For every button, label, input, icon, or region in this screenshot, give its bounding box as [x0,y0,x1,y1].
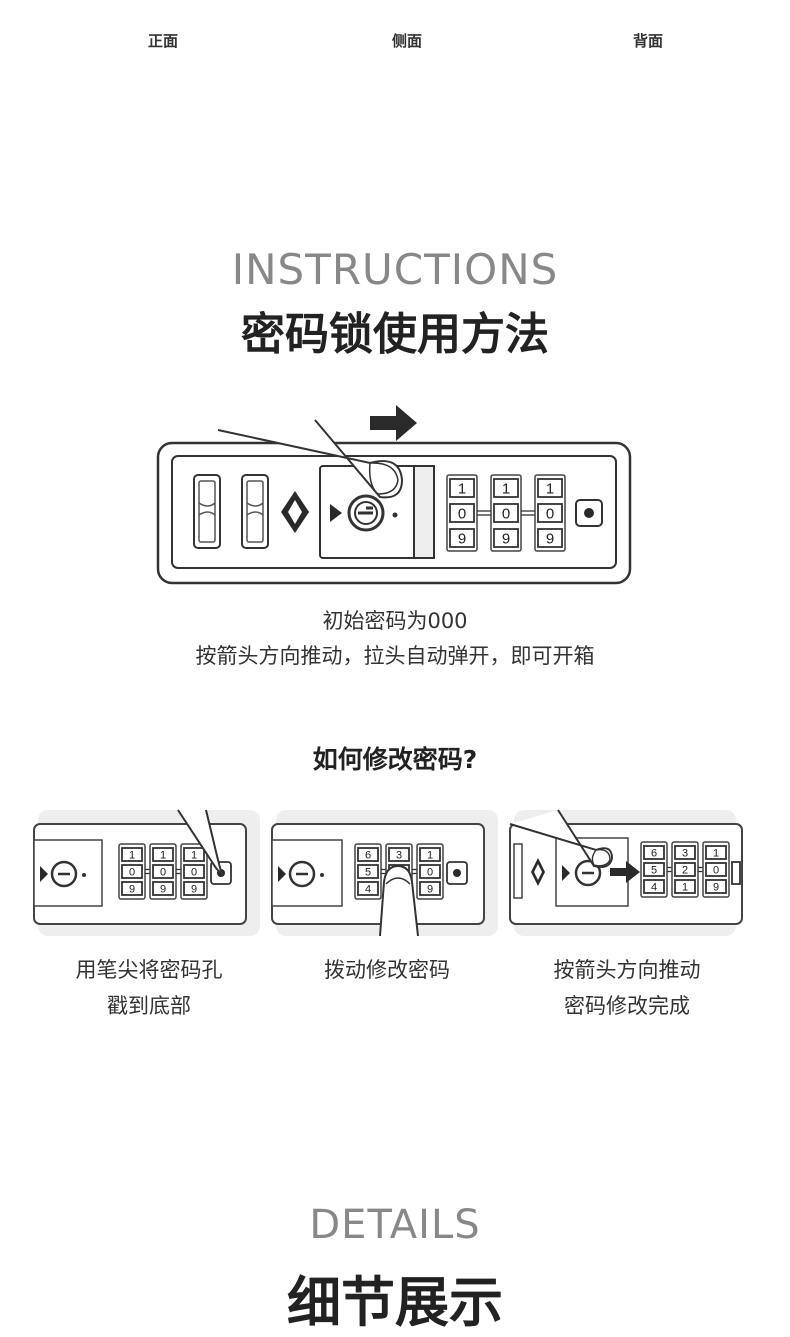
step-1-caption: 用笔尖将密码孔 戳到底部 [75,958,223,1018]
dial-digit: 9 [191,883,197,895]
dial-digit: 9 [427,883,433,895]
dial-digit: 0 [458,505,466,522]
dial-digit: 6 [651,847,657,859]
dial-digit: 9 [160,883,166,895]
dial-digit: 5 [365,866,371,878]
dial-wheel[interactable]: 1 0 9 [490,474,522,552]
dial-digit: 9 [129,883,135,895]
dial-digit: 3 [396,849,402,861]
dial-digit: 1 [713,847,719,859]
change-password-title: 如何修改密码? [312,745,478,774]
dial-digit: 1 [502,480,510,497]
key-lock-icon [347,494,385,532]
dial-wheel[interactable]: 6 5 4 [354,843,382,900]
dial-digit: 1 [191,849,197,861]
tsa-diamond-icon [281,491,309,533]
step-2-caption: 拨动修改密码 [324,958,450,982]
details-cn-title: 细节展示 [287,1271,503,1334]
open-instruction-caption: 按箭头方向推动，拉头自动弹开，即可开箱 [195,644,595,668]
dial-digit: 2 [682,864,688,876]
dial-wheel[interactable]: 6 5 4 [640,841,668,898]
view-label-side: 侧面 [391,32,422,50]
dial-digit: 0 [160,866,166,878]
dial-digit: 0 [546,505,554,522]
dial-wheel[interactable]: 1 0 9 [702,841,730,898]
pen-tip-icon [177,809,223,876]
dial-digit: 1 [458,480,466,497]
zipper-slot-icon [193,474,221,549]
combination-dials: 1 0 9 1 0 9 1 0 9 [446,474,566,552]
dial-wheel[interactable]: 3 2 1 [671,841,699,898]
dial-digit: 0 [502,505,510,522]
step-3-caption: 按箭头方向推动 密码修改完成 [553,958,701,1018]
dial-digit: 6 [365,849,371,861]
dial-digit: 3 [682,847,688,859]
dial-digit: 1 [129,849,135,861]
push-arrow-icon [370,405,417,441]
dial-digit: 9 [713,881,719,893]
dial-digit: 4 [365,883,371,895]
dial-digit: 0 [427,866,433,878]
dial-wheel[interactable]: 1 0 9 [118,843,146,900]
dial-digit: 1 [546,480,554,497]
details-en-title: DETAILS [309,1202,481,1248]
dial-digit: 1 [682,881,688,893]
step-3-illustration: 6 5 4 3 2 1 1 0 9 [509,809,743,936]
dial-digit: 1 [427,849,433,861]
dial-digit: 4 [651,881,657,893]
dial-wheel[interactable]: 1 0 9 [149,843,177,900]
dial-digit: 9 [502,530,510,547]
dial-digit: 0 [191,866,197,878]
finger-icon [509,809,614,868]
dial-wheel[interactable]: 1 0 9 [446,474,478,552]
dial-digit: 5 [651,864,657,876]
view-label-back: 背面 [632,32,663,50]
dial-digit: 0 [713,864,719,876]
dial-wheel[interactable]: 1 0 9 [416,843,444,900]
dial-wheel[interactable]: 1 0 9 [180,843,208,900]
initial-password-caption: 初始密码为000 [322,609,468,633]
lock-illustration: 1 0 9 1 0 9 1 0 9 [156,405,632,585]
instructions-en-title: INSTRUCTIONS [231,245,559,294]
instructions-cn-title: 密码锁使用方法 [241,309,549,360]
dial-digit: 1 [160,849,166,861]
push-arrow-icon [610,861,640,883]
dial-digit: 0 [129,866,135,878]
view-label-front: 正面 [147,32,178,50]
finger-icon [217,419,404,499]
dial-wheel[interactable]: 1 0 9 [534,474,566,552]
dial-digit: 9 [458,530,466,547]
step-1-illustration: 1 0 9 1 0 9 1 0 9 [33,809,260,936]
zipper-slot-icon [241,474,269,549]
dial-digit: 9 [546,530,554,547]
